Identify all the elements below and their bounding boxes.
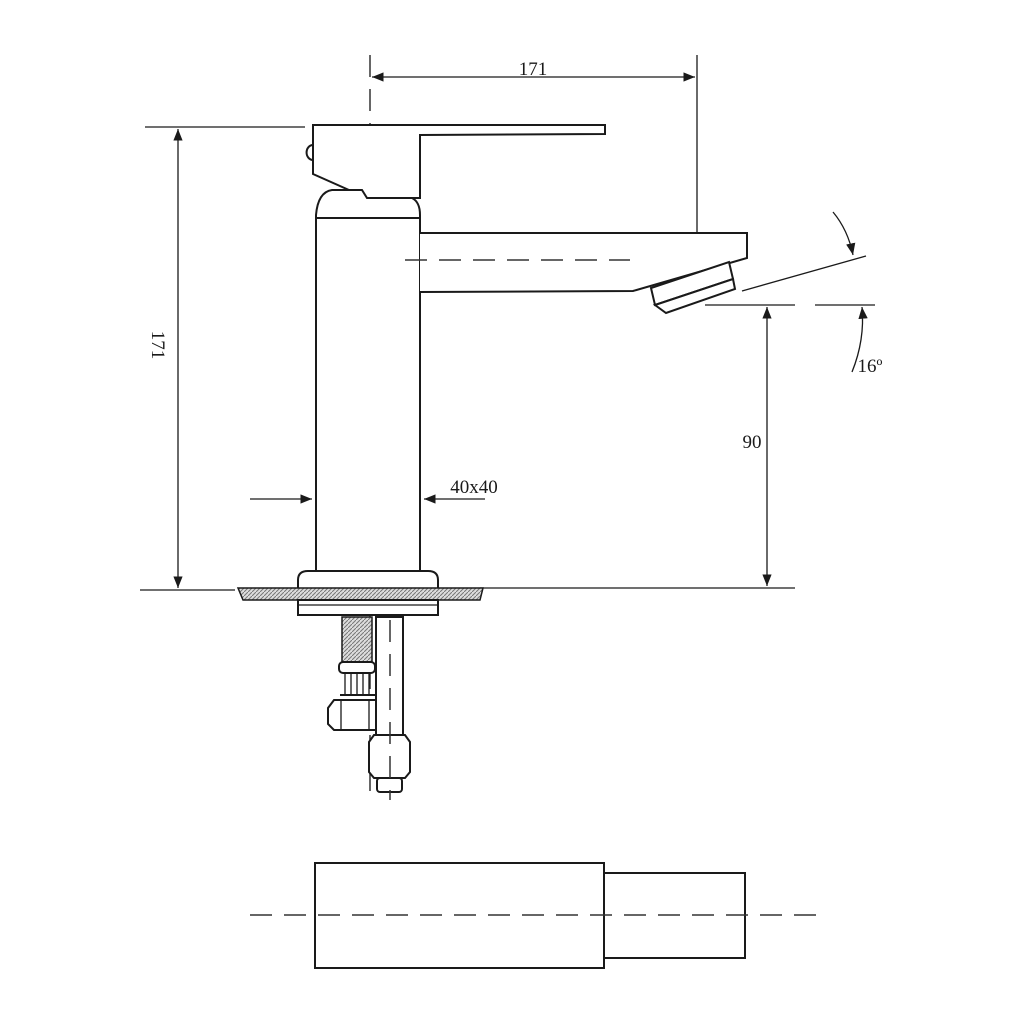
dimension-label: 171 (519, 59, 548, 80)
countertop-section (236, 587, 484, 601)
dimension-label: 40x40 (450, 477, 498, 498)
spout (405, 232, 748, 315)
faucet-body (315, 189, 421, 572)
lever-handle (305, 124, 606, 199)
dimension-body-section: 40x40 (250, 477, 498, 504)
base-flange (236, 570, 484, 616)
supply-hose-left (327, 616, 383, 731)
dimension-spout-angle: 16º (705, 211, 883, 377)
dimension-spout-height: 90 (480, 307, 795, 589)
top-view (250, 862, 820, 969)
dimension-label: 90 (743, 432, 762, 453)
supply-pipe-right (368, 616, 411, 800)
dimension-label: 16º (858, 356, 883, 377)
dimension-label: 171 (147, 331, 168, 360)
dimension-height: 171 (140, 126, 305, 591)
hex-nut (327, 699, 383, 731)
